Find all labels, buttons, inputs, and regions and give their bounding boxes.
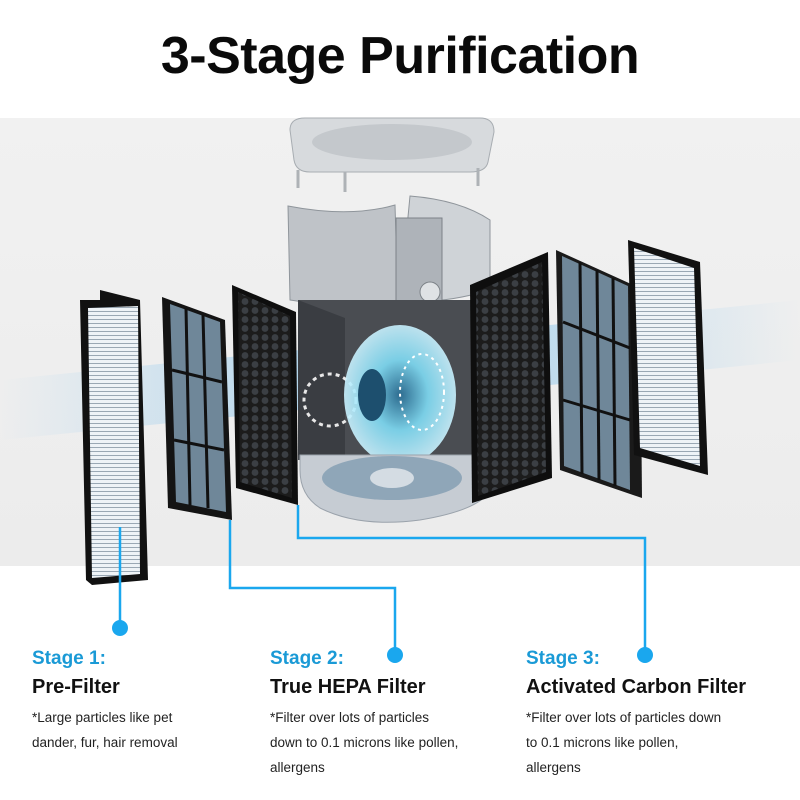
desc-line: down to 0.1 microns like pollen,	[270, 735, 459, 750]
desc-line: to 0.1 microns like pollen,	[526, 735, 679, 750]
pre-filter-left	[80, 290, 148, 585]
stage-connectors	[118, 505, 647, 655]
connector-dots	[112, 620, 653, 663]
stage-2-name: True HEPA Filter	[270, 676, 426, 698]
carbon-filter-right	[470, 252, 552, 503]
base	[299, 454, 492, 523]
upper-housing	[287, 195, 491, 311]
top-grille-cover	[289, 117, 495, 192]
desc-line: *Large particles like pet	[32, 710, 173, 725]
hepa-filter-right	[556, 250, 642, 498]
fan-core	[298, 300, 474, 470]
stage-3-description: *Filter over lots of particles down to 0…	[526, 705, 796, 780]
stage-1-description: *Large particles like pet dander, fur, h…	[32, 705, 262, 755]
stage-2-label: Stage 2:	[270, 648, 344, 669]
desc-line: allergens	[270, 760, 325, 775]
stage-3-name: Activated Carbon Filter	[526, 676, 747, 698]
stage-1-block: Stage 1: Pre-Filter *Large particles lik…	[32, 648, 262, 755]
stage-1-name: Pre-Filter	[32, 676, 120, 698]
carbon-filter-left	[232, 285, 298, 505]
stage-1-label: Stage 1:	[32, 648, 106, 669]
stage-3-label: Stage 3:	[526, 648, 600, 669]
stage-2-block: Stage 2: True HEPA Filter *Filter over l…	[270, 648, 510, 780]
desc-line: *Filter over lots of particles	[270, 710, 430, 725]
desc-line: dander, fur, hair removal	[32, 735, 178, 750]
stage-2-description: *Filter over lots of particles down to 0…	[270, 705, 510, 780]
stage-3-block: Stage 3: Activated Carbon Filter *Filter…	[526, 648, 796, 780]
page-title: 3-Stage Purification	[160, 27, 640, 85]
pre-filter-right	[628, 240, 708, 475]
desc-line: *Filter over lots of particles down	[526, 710, 722, 725]
hepa-filter-left	[162, 297, 232, 520]
desc-line: allergens	[526, 760, 581, 775]
